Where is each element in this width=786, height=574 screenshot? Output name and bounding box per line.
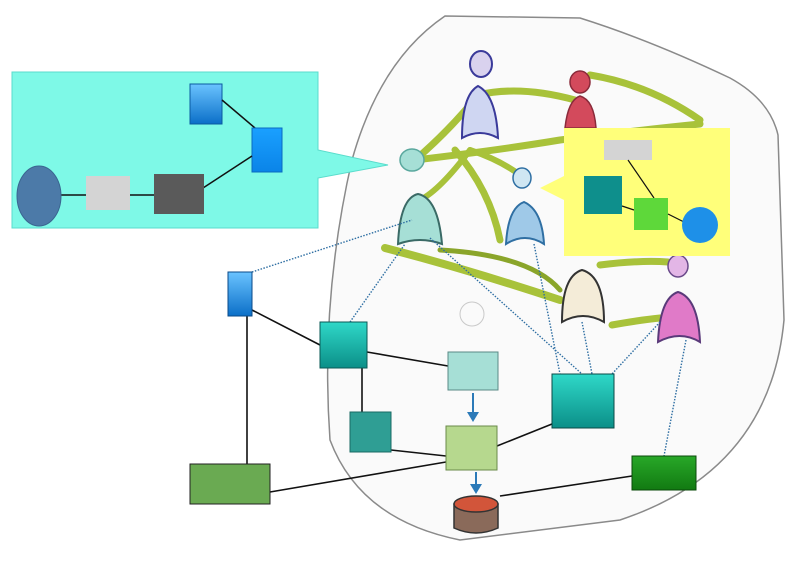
person-figure-red	[564, 70, 597, 129]
sketch-teal-node[interactable]	[447, 351, 499, 391]
blue-circle-node[interactable]	[682, 207, 718, 243]
blue-node[interactable]	[251, 127, 283, 173]
person-figure-blue	[460, 50, 500, 140]
lime-node[interactable]	[634, 198, 668, 230]
dark-teal-node[interactable]	[584, 176, 622, 214]
yellow-callout	[540, 128, 730, 256]
down-arrow-icon	[467, 393, 479, 422]
large-teal-node[interactable]	[551, 373, 615, 429]
teal-node[interactable]	[319, 321, 368, 369]
charcoal-node[interactable]	[154, 174, 204, 214]
dotted-links	[251, 219, 687, 457]
blue-gradient-node[interactable]	[189, 83, 223, 125]
person-figure-teal	[396, 192, 444, 246]
down-arrow-icon	[470, 472, 482, 494]
grey-node[interactable]	[604, 140, 652, 160]
grey-node[interactable]	[86, 176, 130, 210]
cyan-callout	[11, 71, 389, 229]
person-figure-teal-small	[399, 148, 425, 172]
person-figure-blue-small	[504, 167, 546, 246]
sketch-green-node[interactable]	[445, 425, 498, 471]
slate-ellipse-node[interactable]	[16, 165, 62, 227]
dark-green-node[interactable]	[631, 455, 697, 491]
database-cylinder-icon[interactable]	[453, 495, 499, 534]
blue-node-tall[interactable]	[227, 271, 253, 317]
solid-links	[246, 309, 633, 497]
teal-square-node[interactable]	[349, 411, 392, 453]
person-figure-pink	[656, 254, 702, 344]
person-figure-cream	[560, 268, 606, 324]
green-node-wide[interactable]	[189, 463, 271, 505]
sketch-circle	[459, 301, 485, 327]
